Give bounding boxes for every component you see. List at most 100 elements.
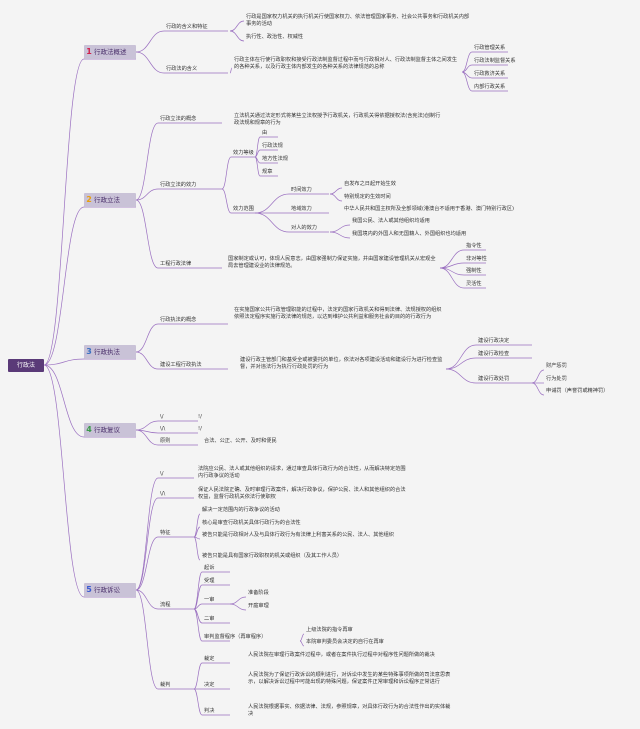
node-legislation-effect[interactable]: 行政立法的效力 — [160, 182, 197, 188]
section-number: 1 — [86, 47, 92, 56]
node-relation[interactable]: 内部行政关系 — [474, 84, 506, 90]
section-label: 行政执法 — [94, 348, 120, 356]
node-text: 指令性 — [466, 243, 482, 249]
connector-line — [439, 262, 486, 269]
node-relation[interactable]: 行政管理关系 — [474, 45, 506, 51]
connector-line — [445, 357, 532, 370]
connector-line — [299, 640, 305, 647]
node-effect-level[interactable]: 效力等级 — [233, 150, 254, 156]
node-territory-effect[interactable]: 地域效力 — [291, 206, 312, 212]
node-review-principle[interactable]: 原则 — [160, 438, 171, 444]
node-text: 本院审判委员会决定的自行在再审 — [306, 639, 384, 645]
connector-line — [43, 58, 136, 366]
node-text: 人民法院根据事实、依据法律、法规，参照规章，对具体行政行为的合法性作出的实体裁决 — [248, 704, 451, 717]
node-text: 我国公民、法人或其他组织均适用 — [352, 218, 430, 224]
connector-line — [135, 429, 198, 434]
node-text: 二审 — [204, 616, 215, 622]
node-text: 行政主体在行使行政职权和接受行政法制监督过程中而与行政相对人、行政法制监督主体之… — [234, 57, 458, 70]
node-verdict[interactable]: 判决 — [204, 708, 215, 714]
section-number: 2 — [86, 195, 92, 204]
connector-line — [329, 187, 343, 195]
node-text: 灵活性 — [466, 281, 482, 287]
node-text: 立法机关通过法定形式将某些立法权授予行政机关，行政机关得依据授权法(含宪法)创制… — [234, 113, 441, 126]
connector-line — [135, 497, 194, 591]
node-first-instance[interactable]: 一审 — [204, 597, 215, 603]
node-decision[interactable]: 决定 — [204, 682, 215, 688]
connector-line — [193, 513, 201, 538]
connector-line — [135, 199, 222, 269]
node-litigation-a[interactable]: \/ — [160, 471, 164, 477]
node-ruling[interactable]: 裁定 — [204, 656, 215, 662]
connector-line — [229, 20, 245, 32]
node-time-effect[interactable]: 时间效力 — [291, 187, 312, 193]
node-legislation-concept[interactable]: 行政立法的概念 — [160, 116, 197, 122]
connector-line — [254, 212, 329, 233]
connector-line — [531, 382, 545, 396]
node-person-effect[interactable]: 对人的效力 — [291, 225, 317, 231]
node-litigation-process[interactable]: 流程 — [160, 602, 171, 608]
node-text: 法院应公民、法人或其他组织的请求，通过审查具体行政行为的合法性，从而解决特定范围… — [198, 466, 406, 479]
connector-line — [461, 71, 508, 79]
connector-line — [193, 584, 230, 610]
root-node[interactable]: 行政法 — [8, 359, 44, 372]
connector-line — [193, 688, 230, 716]
connector-line — [193, 603, 230, 610]
node-litigation-b[interactable]: \/\ — [160, 491, 166, 497]
node-judgment[interactable]: 裁判 — [160, 682, 171, 688]
connector-line — [329, 231, 351, 239]
node-construction-penalty[interactable]: 建设行政处罚 — [478, 376, 510, 382]
section-number: 3 — [86, 347, 92, 356]
node-text: 人民法院在审理行政案件过程中，或者在案件执行过程中对程序性问题所做的裁决 — [248, 652, 435, 658]
node-text: !/ — [198, 426, 202, 432]
connector-line — [254, 193, 329, 214]
node-review-a[interactable]: \/ — [160, 414, 164, 420]
node-text: 核心是审查行政机关具体行政行为的合法性 — [202, 520, 301, 526]
section-number: 4 — [86, 425, 92, 434]
connector-line — [254, 149, 278, 158]
node-admin-meaning-features[interactable]: 行政的含义和特征 — [166, 24, 208, 30]
node-effect-scope[interactable]: 效力范围 — [233, 206, 254, 212]
connector-line — [135, 51, 228, 74]
node-text: !/ — [198, 414, 202, 420]
node-text: 行为处罚 — [546, 376, 567, 382]
node-engineering-law[interactable]: 工程行政法律 — [160, 261, 192, 267]
node-relation[interactable]: 行政法制监督关系 — [474, 58, 516, 64]
node-text: 人民法院为了保证行政诉讼的顺利进行，对诉讼中发生的某些特殊事项所做的司法意思表示… — [248, 672, 451, 685]
section-label: 行政诉讼 — [94, 586, 120, 594]
connector-line — [43, 358, 136, 366]
node-review-b[interactable]: \/\ — [160, 426, 166, 432]
node-text: 强制性 — [466, 268, 482, 274]
connector-line — [193, 662, 230, 690]
connector-line — [445, 368, 532, 384]
connector-line — [229, 67, 233, 74]
connector-line — [445, 344, 532, 370]
node-text: 行政法规 — [262, 143, 283, 149]
connector-line — [229, 603, 247, 611]
connector-line — [299, 633, 305, 642]
connector-line — [531, 369, 545, 384]
node-text: 建设行政检查 — [478, 351, 510, 357]
connector-line — [461, 64, 508, 73]
node-text: 建设行政决定 — [478, 338, 510, 344]
node-text: 执行性、政治性、权威性 — [246, 34, 304, 40]
node-text: 我国境内的外国人和无国籍人、外国组织也均适用 — [352, 231, 467, 237]
node-text: 申诫罚（声誉罚或精神罚） — [546, 388, 609, 394]
node-admin-law-meaning[interactable]: 行政法的含义 — [166, 66, 198, 72]
node-litigation-features[interactable]: 特征 — [160, 530, 171, 536]
connector-line — [135, 429, 198, 446]
node-text: 开庭审理 — [248, 603, 269, 609]
node-text: 特别规定的生效时间 — [344, 194, 391, 200]
connector-line — [193, 608, 230, 624]
node-enforcement-concept[interactable]: 行政执法的概念 — [160, 317, 197, 323]
connector-line — [135, 323, 228, 353]
connector-line — [329, 224, 351, 233]
node-retrial-procedure[interactable]: 审判监督程序（再审程序） — [204, 634, 267, 640]
node-construction-enforcement[interactable]: 建设工程行政执法 — [160, 362, 202, 368]
node-relation[interactable]: 行政救济关系 — [474, 71, 506, 77]
